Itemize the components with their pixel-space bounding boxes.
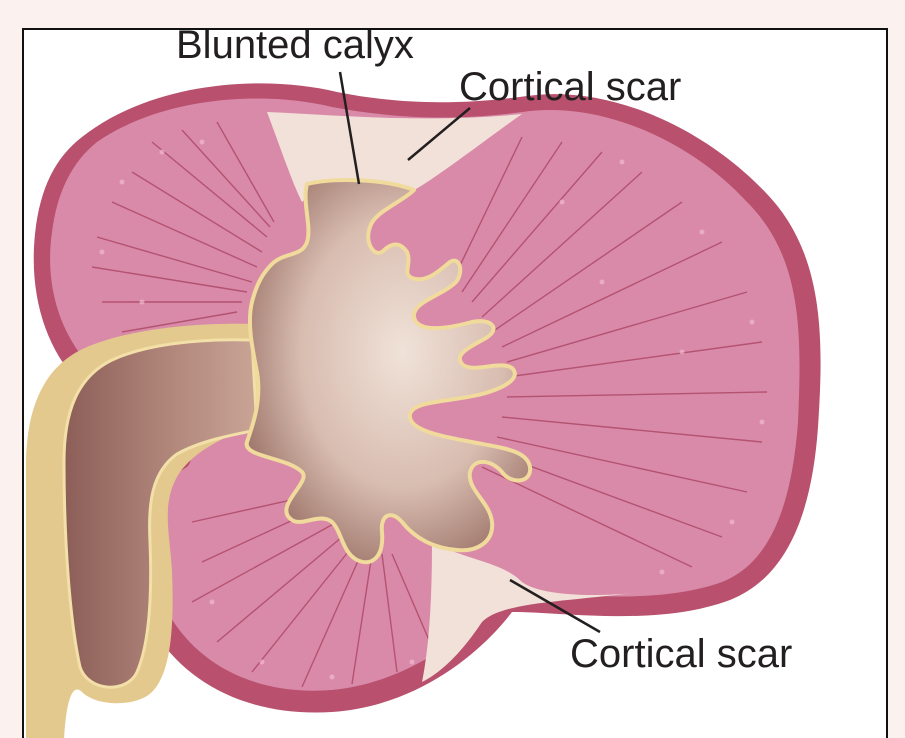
label-cortical-scar-bottom: Cortical scar bbox=[570, 632, 792, 676]
label-cortical-scar-top: Cortical scar bbox=[459, 65, 681, 109]
label-blunted-calyx: Blunted calyx bbox=[176, 30, 414, 67]
kidney-diagram: Blunted calyx Cortical scar Cortical sca… bbox=[24, 30, 888, 738]
figure-frame: Blunted calyx Cortical scar Cortical sca… bbox=[22, 28, 888, 738]
